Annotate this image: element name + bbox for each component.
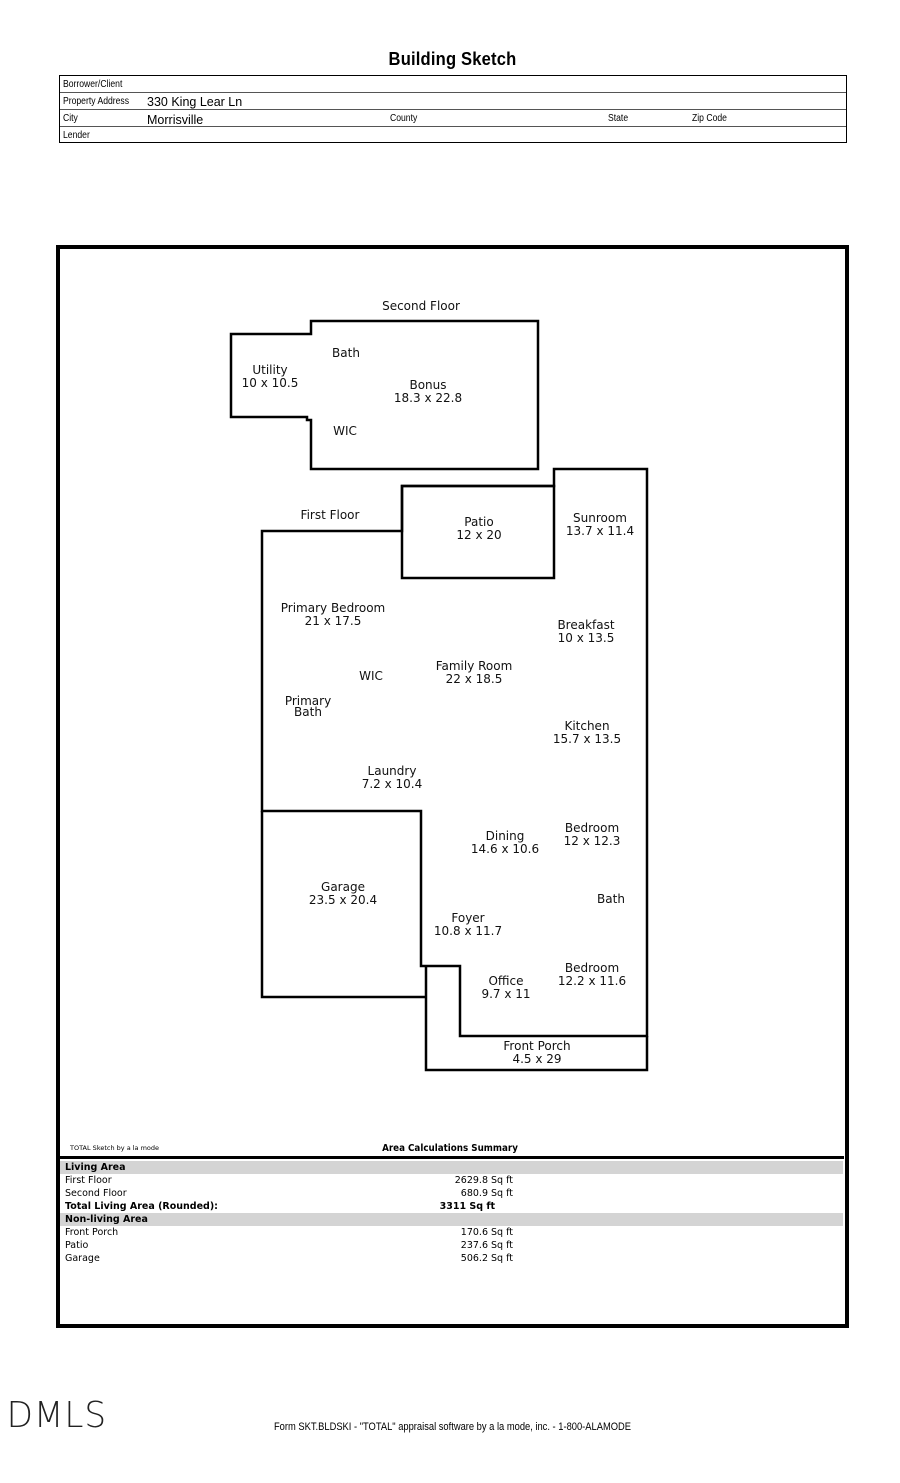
city-value: Morrisville <box>147 113 204 127</box>
borrower-row: Borrower/Client <box>60 76 846 93</box>
form-footer: Form SKT.BLDSKI - "TOTAL" appraisal soft… <box>273 1421 632 1433</box>
state-label: State <box>608 112 629 124</box>
living-area-header: Living Area <box>60 1161 843 1174</box>
front-porch-outline <box>424 966 649 1072</box>
county-label: County <box>390 112 418 124</box>
second-floor-outline <box>229 319 540 471</box>
zip-label: Zip Code <box>692 112 727 124</box>
room-label: WIC <box>359 669 383 683</box>
garage-outline <box>260 811 426 999</box>
address-label: Property Address <box>63 95 130 107</box>
city-label: City <box>63 112 78 124</box>
second-floor-label: Second Floor <box>382 299 460 313</box>
address-value: 330 King Lear Ln <box>147 95 243 109</box>
room-label: Bath <box>332 346 360 360</box>
page-title: Building Sketch <box>388 49 517 69</box>
address-row: Property Address 330 King Lear Ln <box>60 93 846 110</box>
total-living-row: Total Living Area (Rounded):3311 Sq ft <box>65 1201 495 1212</box>
sketch-credit: TOTAL Sketch by a la mode <box>70 1144 160 1152</box>
room-label: Bath <box>597 892 625 906</box>
first-floor-label: First Floor <box>300 508 360 522</box>
lender-row: Lender <box>60 127 846 143</box>
sketch-frame <box>56 245 849 1328</box>
property-info-table: Borrower/Client Property Address 330 Kin… <box>59 75 847 143</box>
summary-divider <box>58 1156 844 1159</box>
borrower-label: Borrower/Client <box>63 78 123 90</box>
first-floor-outline <box>260 467 649 1038</box>
summary-title: Area Calculations Summary <box>382 1143 518 1154</box>
city-row: City Morrisville County State Zip Code <box>60 110 846 127</box>
dmls-logo: DMLS <box>6 1395 108 1436</box>
patio-outline <box>400 484 556 580</box>
room-label: WIC <box>333 424 357 438</box>
lender-label: Lender <box>63 129 90 141</box>
non-living-area-header: Non-living Area <box>60 1213 843 1226</box>
